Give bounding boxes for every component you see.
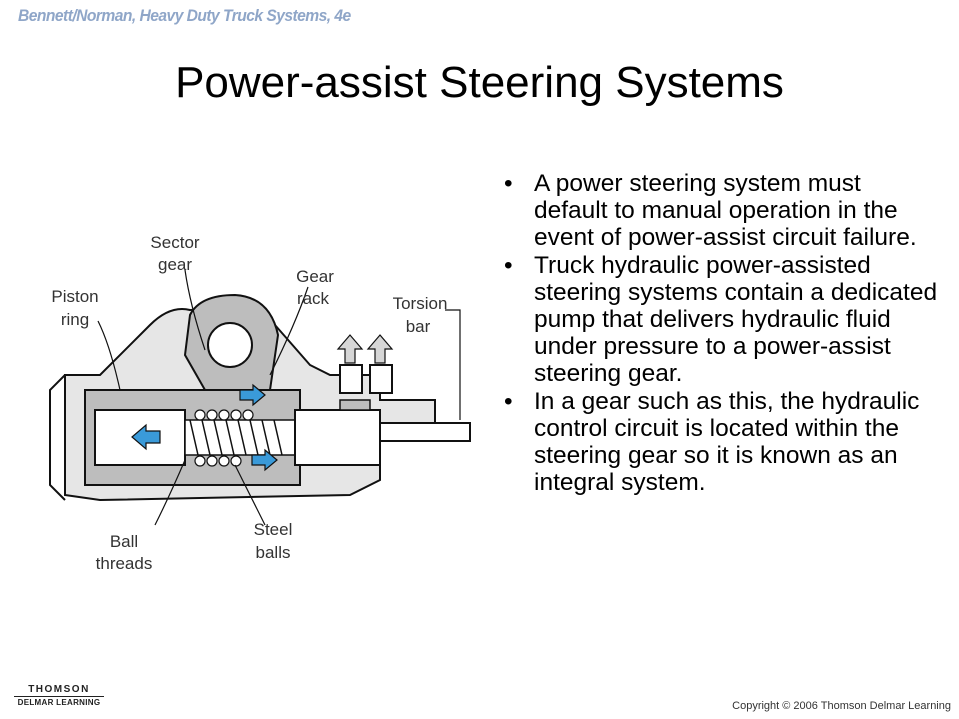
label-ball-threads-2: threads — [96, 554, 153, 573]
bullet-item: • Truck hydraulic power-assisted steerin… — [498, 252, 938, 388]
flow-arrow-2 — [131, 423, 161, 451]
flow-arrow-3 — [251, 448, 278, 472]
publisher-logo: THOMSON DELMAR LEARNING — [14, 684, 104, 709]
flow-arrow-1 — [239, 383, 266, 407]
slide-title: Power-assist Steering Systems — [175, 58, 784, 107]
copyright-notice: Copyright © 2006 Thomson Delmar Learning — [732, 700, 951, 712]
label-sector-gear-2: gear — [158, 255, 192, 274]
logo-bottom-text: DELMAR LEARNING — [17, 698, 101, 707]
port-fitting-1 — [339, 364, 363, 394]
bullet-list: • A power steering system must default t… — [498, 170, 938, 496]
label-gear-rack-1: Gear — [296, 267, 334, 286]
label-gear-rack-2: rack — [297, 289, 330, 308]
pressure-arrow-1 — [336, 334, 364, 364]
label-steel-balls-2: balls — [256, 543, 291, 562]
bullet-item: • A power steering system must default t… — [498, 170, 938, 252]
bullet-text: In a gear such as this, the hydraulic co… — [534, 387, 920, 497]
valve-body — [294, 409, 381, 466]
logo-top-text: THOMSON — [14, 684, 104, 697]
bullet-marker: • — [504, 387, 513, 415]
steering-gear-diagram: Sector gear Gear rack Piston ring Torsio… — [49, 233, 471, 573]
bullet-text: Truck hydraulic power-assisted steering … — [534, 251, 938, 388]
label-piston-ring-1: Piston — [51, 287, 98, 306]
label-torsion-bar-1: Torsion — [393, 294, 448, 313]
input-shaft — [379, 422, 471, 442]
pressure-arrow-2 — [366, 334, 394, 364]
label-piston-ring-2: ring — [61, 310, 89, 329]
bullet-text: A power steering system must default to … — [534, 170, 917, 252]
bullet-marker: • — [504, 170, 513, 197]
label-sector-gear-1: Sector — [150, 233, 199, 252]
book-tag: Bennett/Norman, Heavy Duty Truck Systems… — [18, 6, 351, 25]
label-torsion-bar-2: bar — [406, 317, 431, 336]
bullet-item: • In a gear such as this, the hydraulic … — [498, 388, 938, 497]
bullet-marker: • — [504, 251, 513, 279]
label-ball-threads-1: Ball — [110, 532, 138, 551]
label-steel-balls-1: Steel — [254, 520, 293, 539]
port-fitting-2 — [369, 364, 393, 394]
